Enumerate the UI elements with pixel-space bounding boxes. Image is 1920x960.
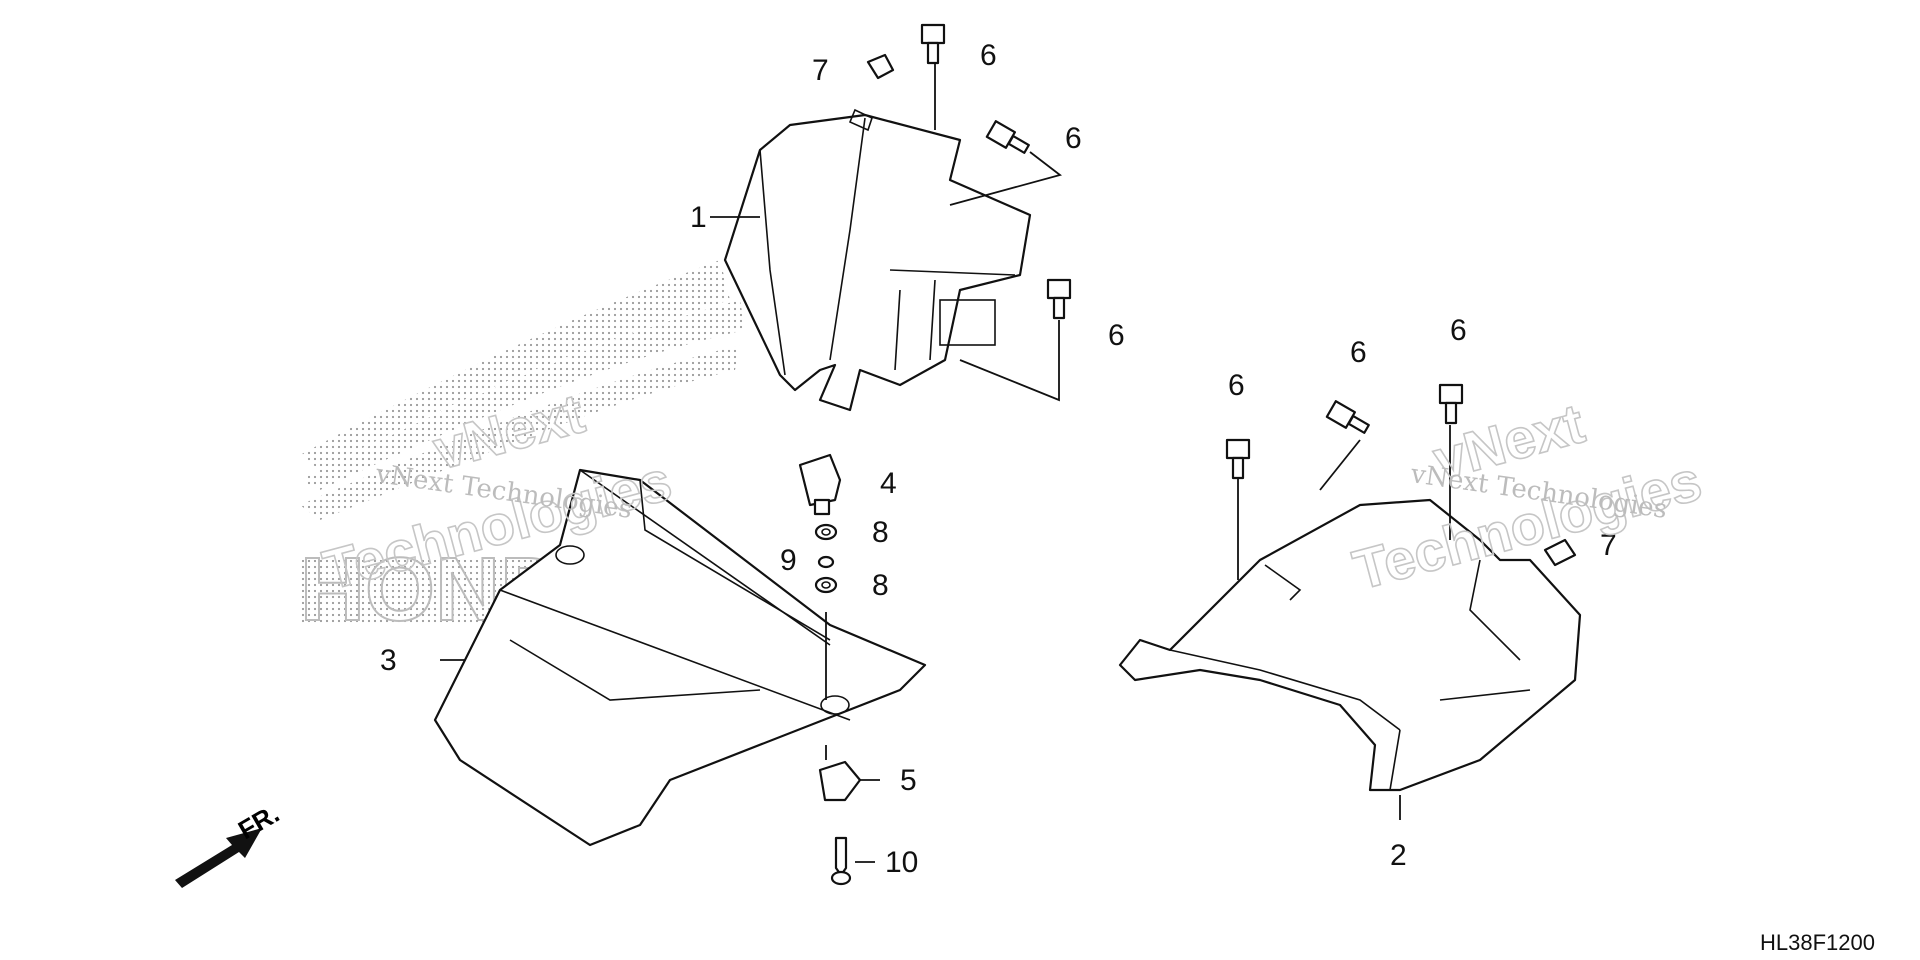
clip-7-top[interactable] [866, 53, 895, 80]
part-1-upper-cover[interactable] [723, 108, 1032, 412]
washer-8-lower[interactable] [814, 576, 838, 594]
leader-lines [440, 63, 1451, 863]
bolt-6-upper-right[interactable] [985, 120, 1030, 154]
part-3-lower-cover[interactable] [433, 468, 927, 847]
bolt-6-right-c[interactable] [1438, 383, 1464, 425]
bolt-6-right-a[interactable] [1225, 438, 1251, 480]
callout-6a: 6 [980, 39, 997, 72]
grommet-5[interactable] [818, 760, 862, 802]
callouts: 1 2 3 4 5 6 6 6 6 6 6 7 7 8 8 9 10 [380, 39, 1617, 879]
part-2-side-cover[interactable] [1118, 498, 1582, 792]
washer-9[interactable] [817, 555, 835, 569]
callout-9: 9 [780, 544, 797, 577]
bolt-6-top[interactable] [920, 23, 946, 65]
callout-1: 1 [690, 201, 707, 234]
callout-6b: 6 [1065, 122, 1082, 155]
front-arrow: FR. [175, 798, 284, 888]
callout-3: 3 [380, 644, 397, 677]
callout-2: 2 [1390, 839, 1407, 872]
callout-6c: 6 [1108, 319, 1125, 352]
callout-4: 4 [880, 467, 897, 500]
bolt-6-right-b[interactable] [1325, 400, 1370, 434]
callout-6f: 6 [1450, 314, 1467, 347]
clip-7-right[interactable] [1543, 538, 1577, 567]
callout-5: 5 [900, 764, 917, 797]
washer-8-upper[interactable] [814, 523, 838, 541]
callout-7a: 7 [812, 54, 829, 87]
callout-8a: 8 [872, 516, 889, 549]
callout-10: 10 [885, 846, 918, 879]
bolt-6-middle[interactable] [1046, 278, 1072, 320]
callout-6e: 6 [1350, 336, 1367, 369]
screw-10[interactable] [830, 836, 852, 886]
callout-8b: 8 [872, 569, 889, 602]
callout-7b: 7 [1600, 529, 1617, 562]
callout-6d: 6 [1228, 369, 1245, 402]
knob-4[interactable] [798, 453, 842, 516]
diagram-code: HL38F1200 [1760, 930, 1875, 955]
